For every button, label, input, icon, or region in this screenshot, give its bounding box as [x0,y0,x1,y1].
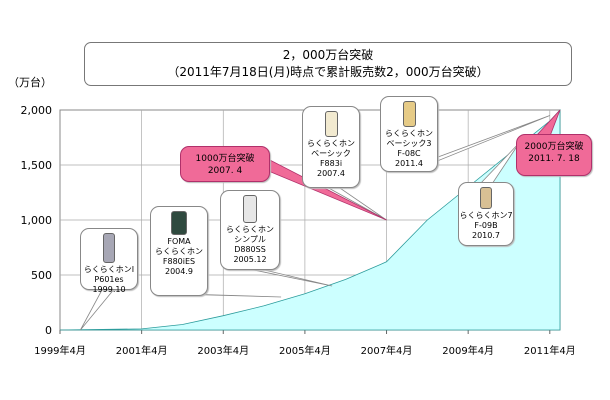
milestone-callout-line: 2011. 7. 18 [528,154,580,164]
model-callout-line: F883i [319,159,343,168]
model-callout-line: F880iES [162,257,196,266]
x-tick-label: 1999年4月 [34,344,86,357]
model-callout-line: D880SS [234,245,266,254]
model-callout-line: 2010.7 [472,231,500,240]
model-callout-line: らくらくホン [307,139,355,148]
milestone-callout-line: 1000万台突破 [195,154,255,164]
model-callout-line: らくらくホンⅠ [83,265,135,274]
model-callout-line: F-09B [474,221,498,230]
model-callout-line: らくらくホン [385,129,433,138]
model-callout-line: F-08C [397,149,421,158]
phone-icon [103,233,115,263]
y-tick-label: 1,000 [21,214,53,227]
phone-icon [480,187,492,209]
y-tick-label: 1,500 [21,159,53,172]
model-callout-line: 2004.9 [165,267,193,276]
model-callout-line: らくらくホン [155,247,203,256]
model-callout-line: 2005.12 [233,255,267,264]
milestone-callout-line: 2007. 4 [207,166,243,176]
model-callout-line: P601es [94,275,124,284]
x-tick-label: 2003年4月 [197,344,249,357]
chart-title: 2，000万台突破 [282,48,374,62]
x-tick-label: 2001年4月 [116,344,168,357]
x-tick-label: 2009年4月 [442,344,494,357]
model-callout-line: らくらくホン [226,225,274,234]
y-tick-label: 500 [31,269,52,282]
x-tick-label: 2011年4月 [524,344,576,357]
y-tick-label: 0 [45,324,52,337]
phone-icon [171,211,187,235]
model-callout-line: らくらくホン7 [459,211,513,220]
model-callout-line: ベーシック3 [386,139,432,148]
x-tick-label: 2005年4月 [279,344,331,357]
model-callout-line: FOMA [167,237,191,246]
model-callout-line: シンプル [234,235,266,244]
phone-icon [324,111,338,137]
phone-icon [402,101,416,127]
model-callout-line: 2007.4 [317,169,345,178]
model-callout-line: ベーシック [311,149,351,158]
y-axis-unit-label: （万台） [8,76,52,89]
phone-icon [243,195,257,223]
chart-subtitle: （2011年7月18日(月)時点で累計販売数2，000万台突破） [167,65,489,79]
milestone-callout-line: 2000万台突破 [524,142,584,152]
y-tick-label: 2,000 [21,104,53,117]
milestone-callout: 2000万台突破 2011. 7. 18 [516,134,592,176]
chart-title-box: 2，000万台突破 （2011年7月18日(月)時点で累計販売数2，000万台突… [84,42,572,86]
x-tick-label: 2007年4月 [361,344,413,357]
milestone-callout: 1000万台突破 2007. 4 [180,146,270,182]
model-callout-line: 1999.10 [92,285,126,294]
model-callout-line: 2011.4 [395,159,423,168]
